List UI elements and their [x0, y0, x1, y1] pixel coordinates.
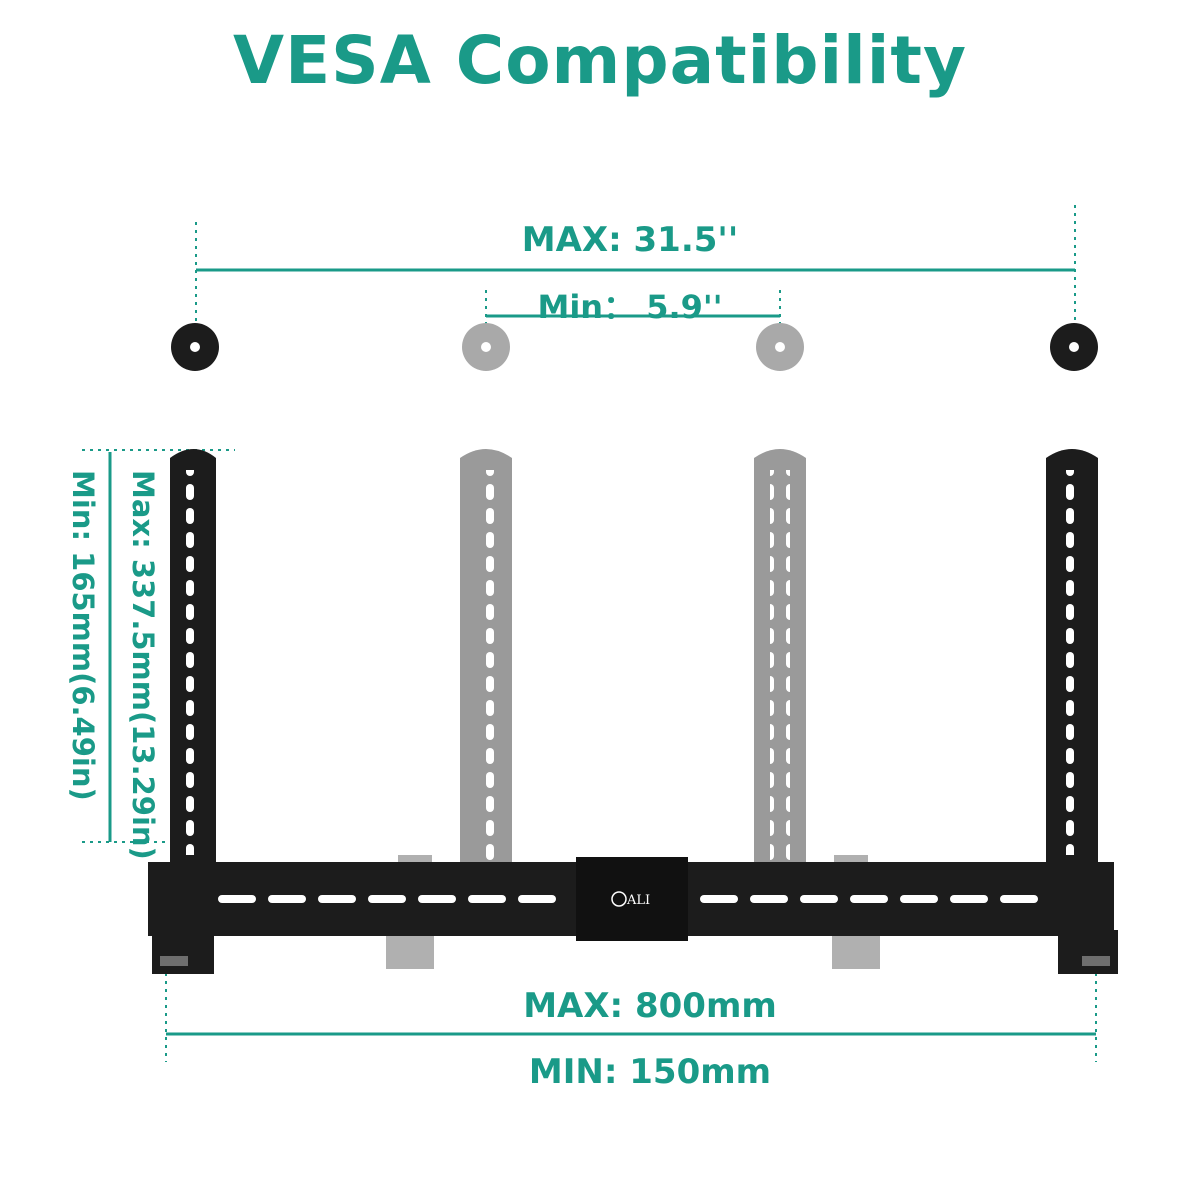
washer-icon — [462, 323, 510, 371]
bottom-min-label: MIN: 150mm — [528, 1052, 772, 1092]
vertical-max-label: Max: 337.5mm(13.29in) — [126, 470, 160, 860]
bracket-arm-left — [170, 449, 216, 872]
bracket-arm-right — [1046, 449, 1098, 872]
bracket-clamp-black — [152, 855, 1118, 974]
page-title: VESA Compatibility — [233, 22, 967, 99]
washer-icon — [171, 323, 219, 371]
vertical-min-label: Min: 165mm(6.49in) — [66, 470, 100, 801]
center-plate: ALI — [576, 857, 688, 941]
washer-icon — [1050, 323, 1098, 371]
top-min-label: Min： 5.9'' — [537, 288, 723, 326]
bottom-max-label: MAX: 800mm — [523, 986, 777, 1026]
brand-logo: ALI — [626, 893, 650, 908]
bracket-arm-gray — [754, 449, 806, 872]
bracket-arm-gray — [460, 449, 512, 872]
top-max-label: MAX: 31.5'' — [521, 220, 739, 260]
washer-icon — [756, 323, 804, 371]
dimension-lines — [82, 205, 1097, 1062]
